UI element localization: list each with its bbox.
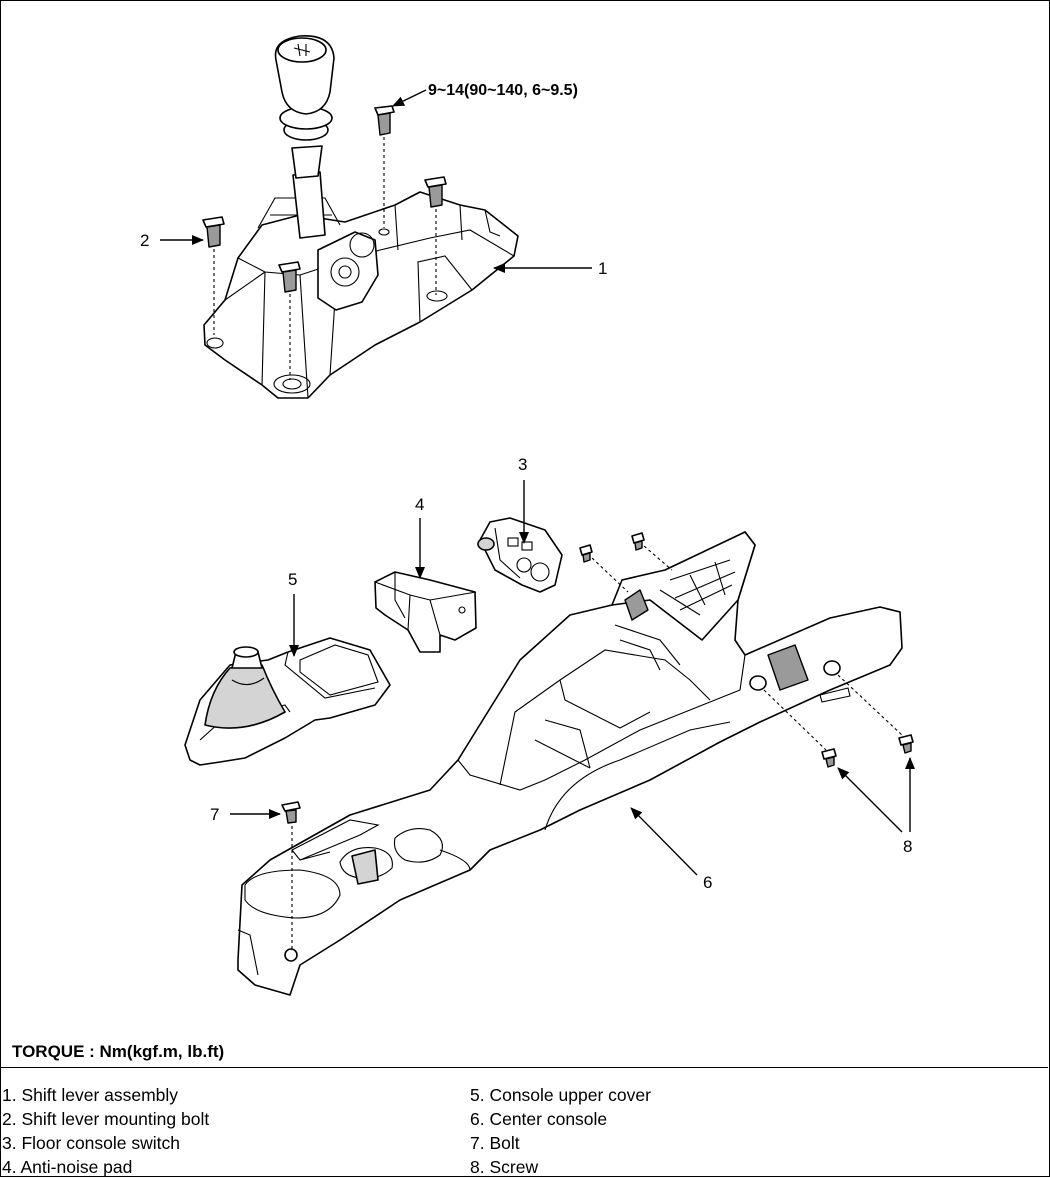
rear-panel-screw-right <box>631 532 673 571</box>
torque-bar: TORQUE : Nm(kgf.m, lb.ft) <box>0 1033 1048 1068</box>
shift-lever-mounting-bolt-left <box>202 216 225 335</box>
callout-3: 3 <box>518 455 527 474</box>
anti-noise-pad <box>374 571 477 653</box>
legend-item: 4. Anti-noise pad <box>2 1157 133 1177</box>
legend-column-left: 1. Shift lever assembly 2. Shift lever m… <box>2 1083 209 1179</box>
callout-8-leader-left <box>837 767 903 833</box>
callout-4: 4 <box>415 495 424 514</box>
center-console <box>237 531 903 996</box>
floor-console-switch <box>477 517 563 593</box>
callout-6-leader <box>630 807 698 876</box>
callout-1: 1 <box>598 259 607 278</box>
callout-8: 8 <box>903 837 912 856</box>
shift-lever-top-bolt <box>374 105 395 236</box>
shift-lever-mounting-bolt-front <box>278 261 301 380</box>
torque-units-label: TORQUE : Nm(kgf.m, lb.ft) <box>12 1042 225 1061</box>
armrest-screw-left <box>763 689 837 768</box>
torque-spec-value: 9~14(90~140, 6~9.5) <box>428 82 578 99</box>
torque-spec-leader <box>392 89 427 107</box>
legend-item: 8. Screw <box>470 1157 539 1177</box>
armrest-screw-right <box>837 674 914 754</box>
callout-7: 7 <box>210 805 219 824</box>
callout-6: 6 <box>703 873 712 892</box>
legend-item: 3. Floor console switch <box>2 1133 180 1153</box>
legend-column-right: 5. Console upper cover 6. Center console… <box>470 1083 651 1179</box>
console-upper-cover <box>184 637 391 766</box>
callout-2: 2 <box>140 231 149 250</box>
legend-item: 2. Shift lever mounting bolt <box>2 1109 210 1129</box>
legend-item: 7. Bolt <box>470 1133 520 1153</box>
callout-5: 5 <box>288 570 297 589</box>
legend-item: 5. Console upper cover <box>470 1085 651 1105</box>
exploded-view-diagram: 9~14(90~140, 6~9.5) 2 1 3 <box>140 35 915 996</box>
legend-item: 1. Shift lever assembly <box>2 1085 179 1105</box>
rear-panel-screw-left <box>579 544 629 593</box>
legend-item: 6. Center console <box>470 1109 608 1129</box>
console-bolt <box>281 801 301 950</box>
shift-lever-assembly <box>203 35 519 399</box>
shift-lever-mounting-bolt-rear <box>424 176 447 295</box>
